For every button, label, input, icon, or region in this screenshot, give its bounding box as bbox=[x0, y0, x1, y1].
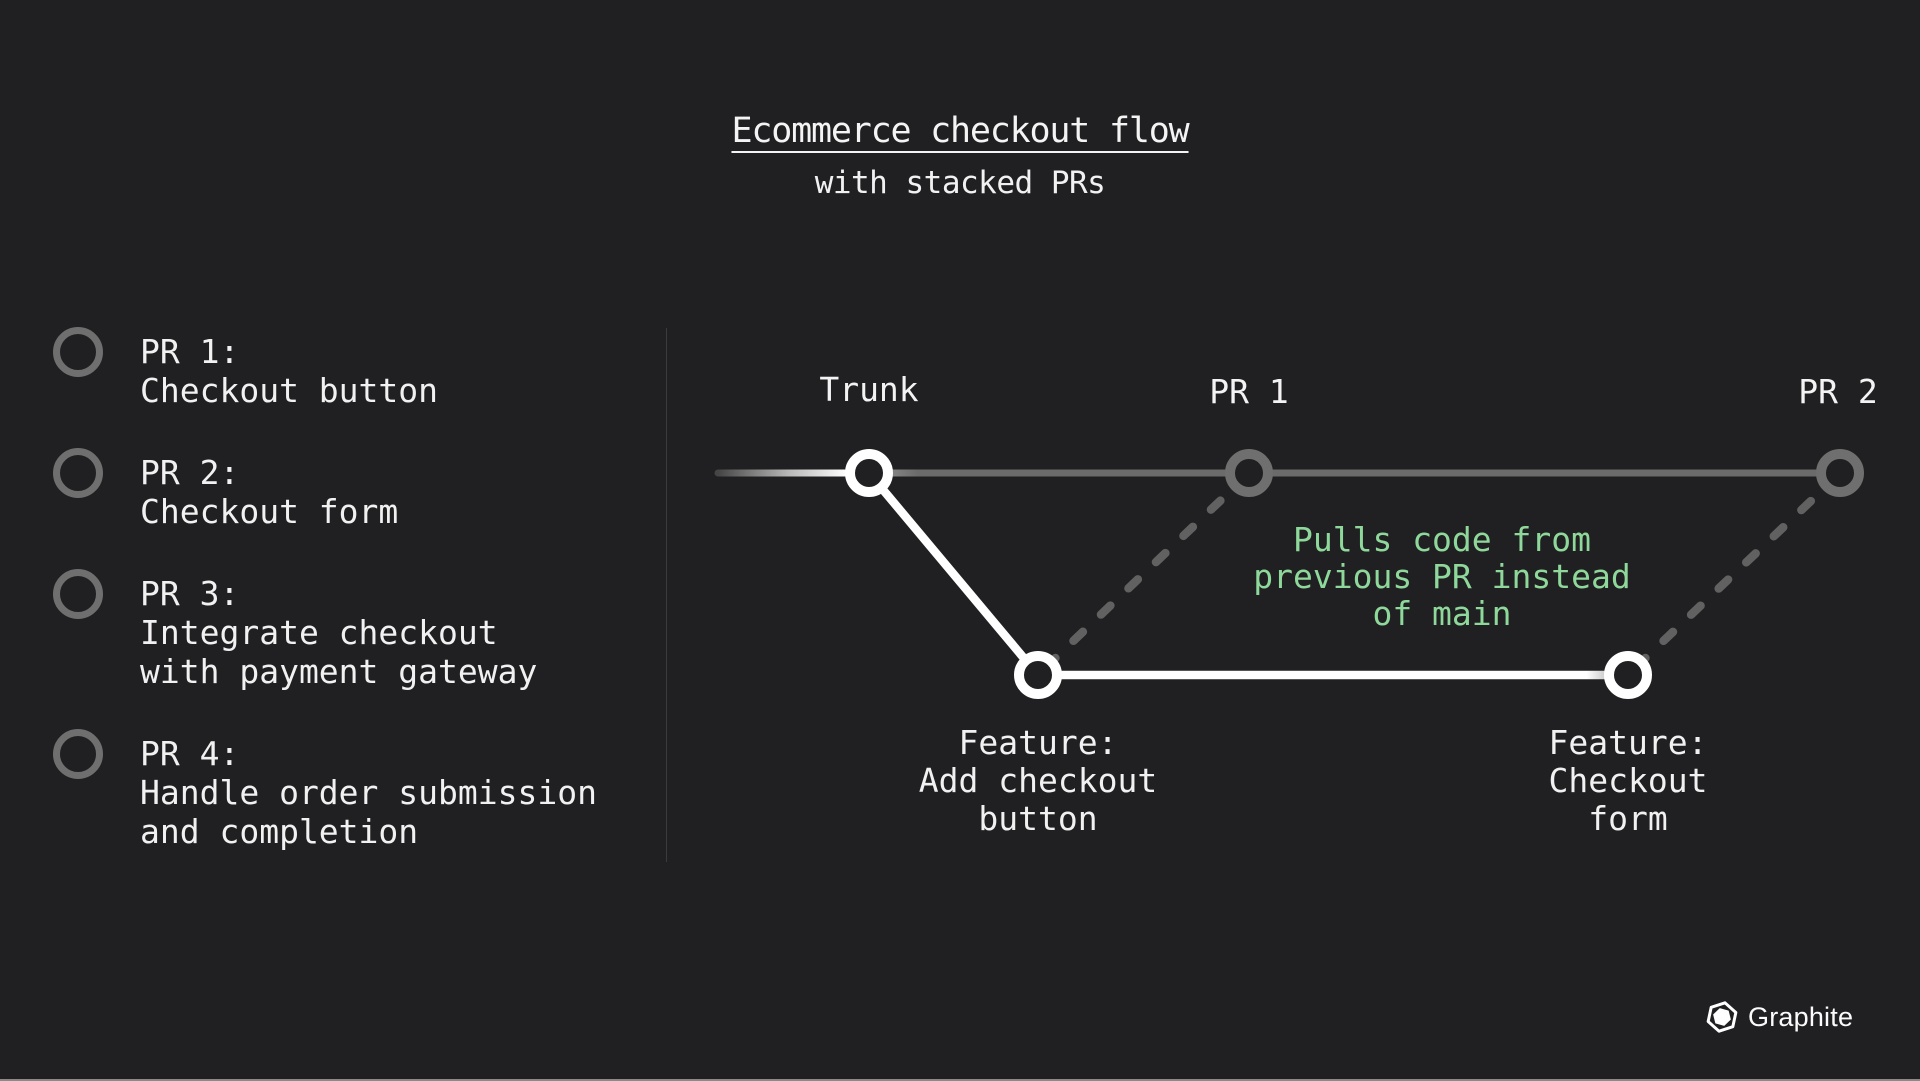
pr-item-label: PR 3: Integrate checkout with payment ga… bbox=[140, 574, 538, 691]
vertical-divider bbox=[666, 328, 667, 862]
feature-branch-diagonal bbox=[864, 468, 1043, 680]
feature1-label: Feature: Add checkout button bbox=[918, 723, 1158, 838]
page-title: Ecommerce checkout flow bbox=[731, 111, 1189, 151]
circle-outline-icon bbox=[53, 327, 103, 377]
brand-logo: Graphite bbox=[1705, 999, 1853, 1035]
pr1-node bbox=[1225, 449, 1273, 497]
trunk-node bbox=[845, 449, 893, 497]
list-item: PR 2: Checkout form bbox=[53, 448, 597, 531]
feature2-label: Feature: Checkout form bbox=[1548, 723, 1708, 838]
pr-item-label: PR 2: Checkout form bbox=[140, 453, 399, 531]
dashed-merge-line-pr2 bbox=[1631, 475, 1838, 672]
pr1-label: PR 1 bbox=[1209, 372, 1289, 411]
trunk-label: Trunk bbox=[819, 370, 919, 409]
graphite-hexagon-icon bbox=[1706, 1001, 1738, 1033]
pr2-node bbox=[1816, 449, 1864, 497]
pr-item-label: PR 4: Handle order submission and comple… bbox=[140, 734, 597, 851]
circle-outline-icon bbox=[53, 569, 103, 619]
list-item: PR 1: Checkout button bbox=[53, 327, 597, 410]
feature1-node bbox=[1014, 651, 1062, 699]
bottom-edge-line bbox=[0, 1079, 1920, 1081]
circle-outline-icon bbox=[53, 448, 103, 498]
brand-wordmark: Graphite bbox=[1748, 1002, 1854, 1032]
pr2-label: PR 2 bbox=[1798, 372, 1878, 411]
pr-list: PR 1: Checkout button PR 2: Checkout for… bbox=[53, 327, 597, 894]
list-item: PR 3: Integrate checkout with payment ga… bbox=[53, 569, 597, 691]
annotation-pulls-code: Pulls code from previous PR instead of m… bbox=[1253, 520, 1631, 633]
dashed-merge-line-pr1 bbox=[1041, 475, 1247, 672]
feature2-node bbox=[1604, 651, 1652, 699]
title-block: Ecommerce checkout flow with stacked PRs bbox=[0, 108, 1920, 203]
list-item: PR 4: Handle order submission and comple… bbox=[53, 729, 597, 851]
circle-outline-icon bbox=[53, 729, 103, 779]
pr-item-label: PR 1: Checkout button bbox=[140, 332, 439, 410]
page-subtitle: with stacked PRs bbox=[814, 165, 1106, 201]
